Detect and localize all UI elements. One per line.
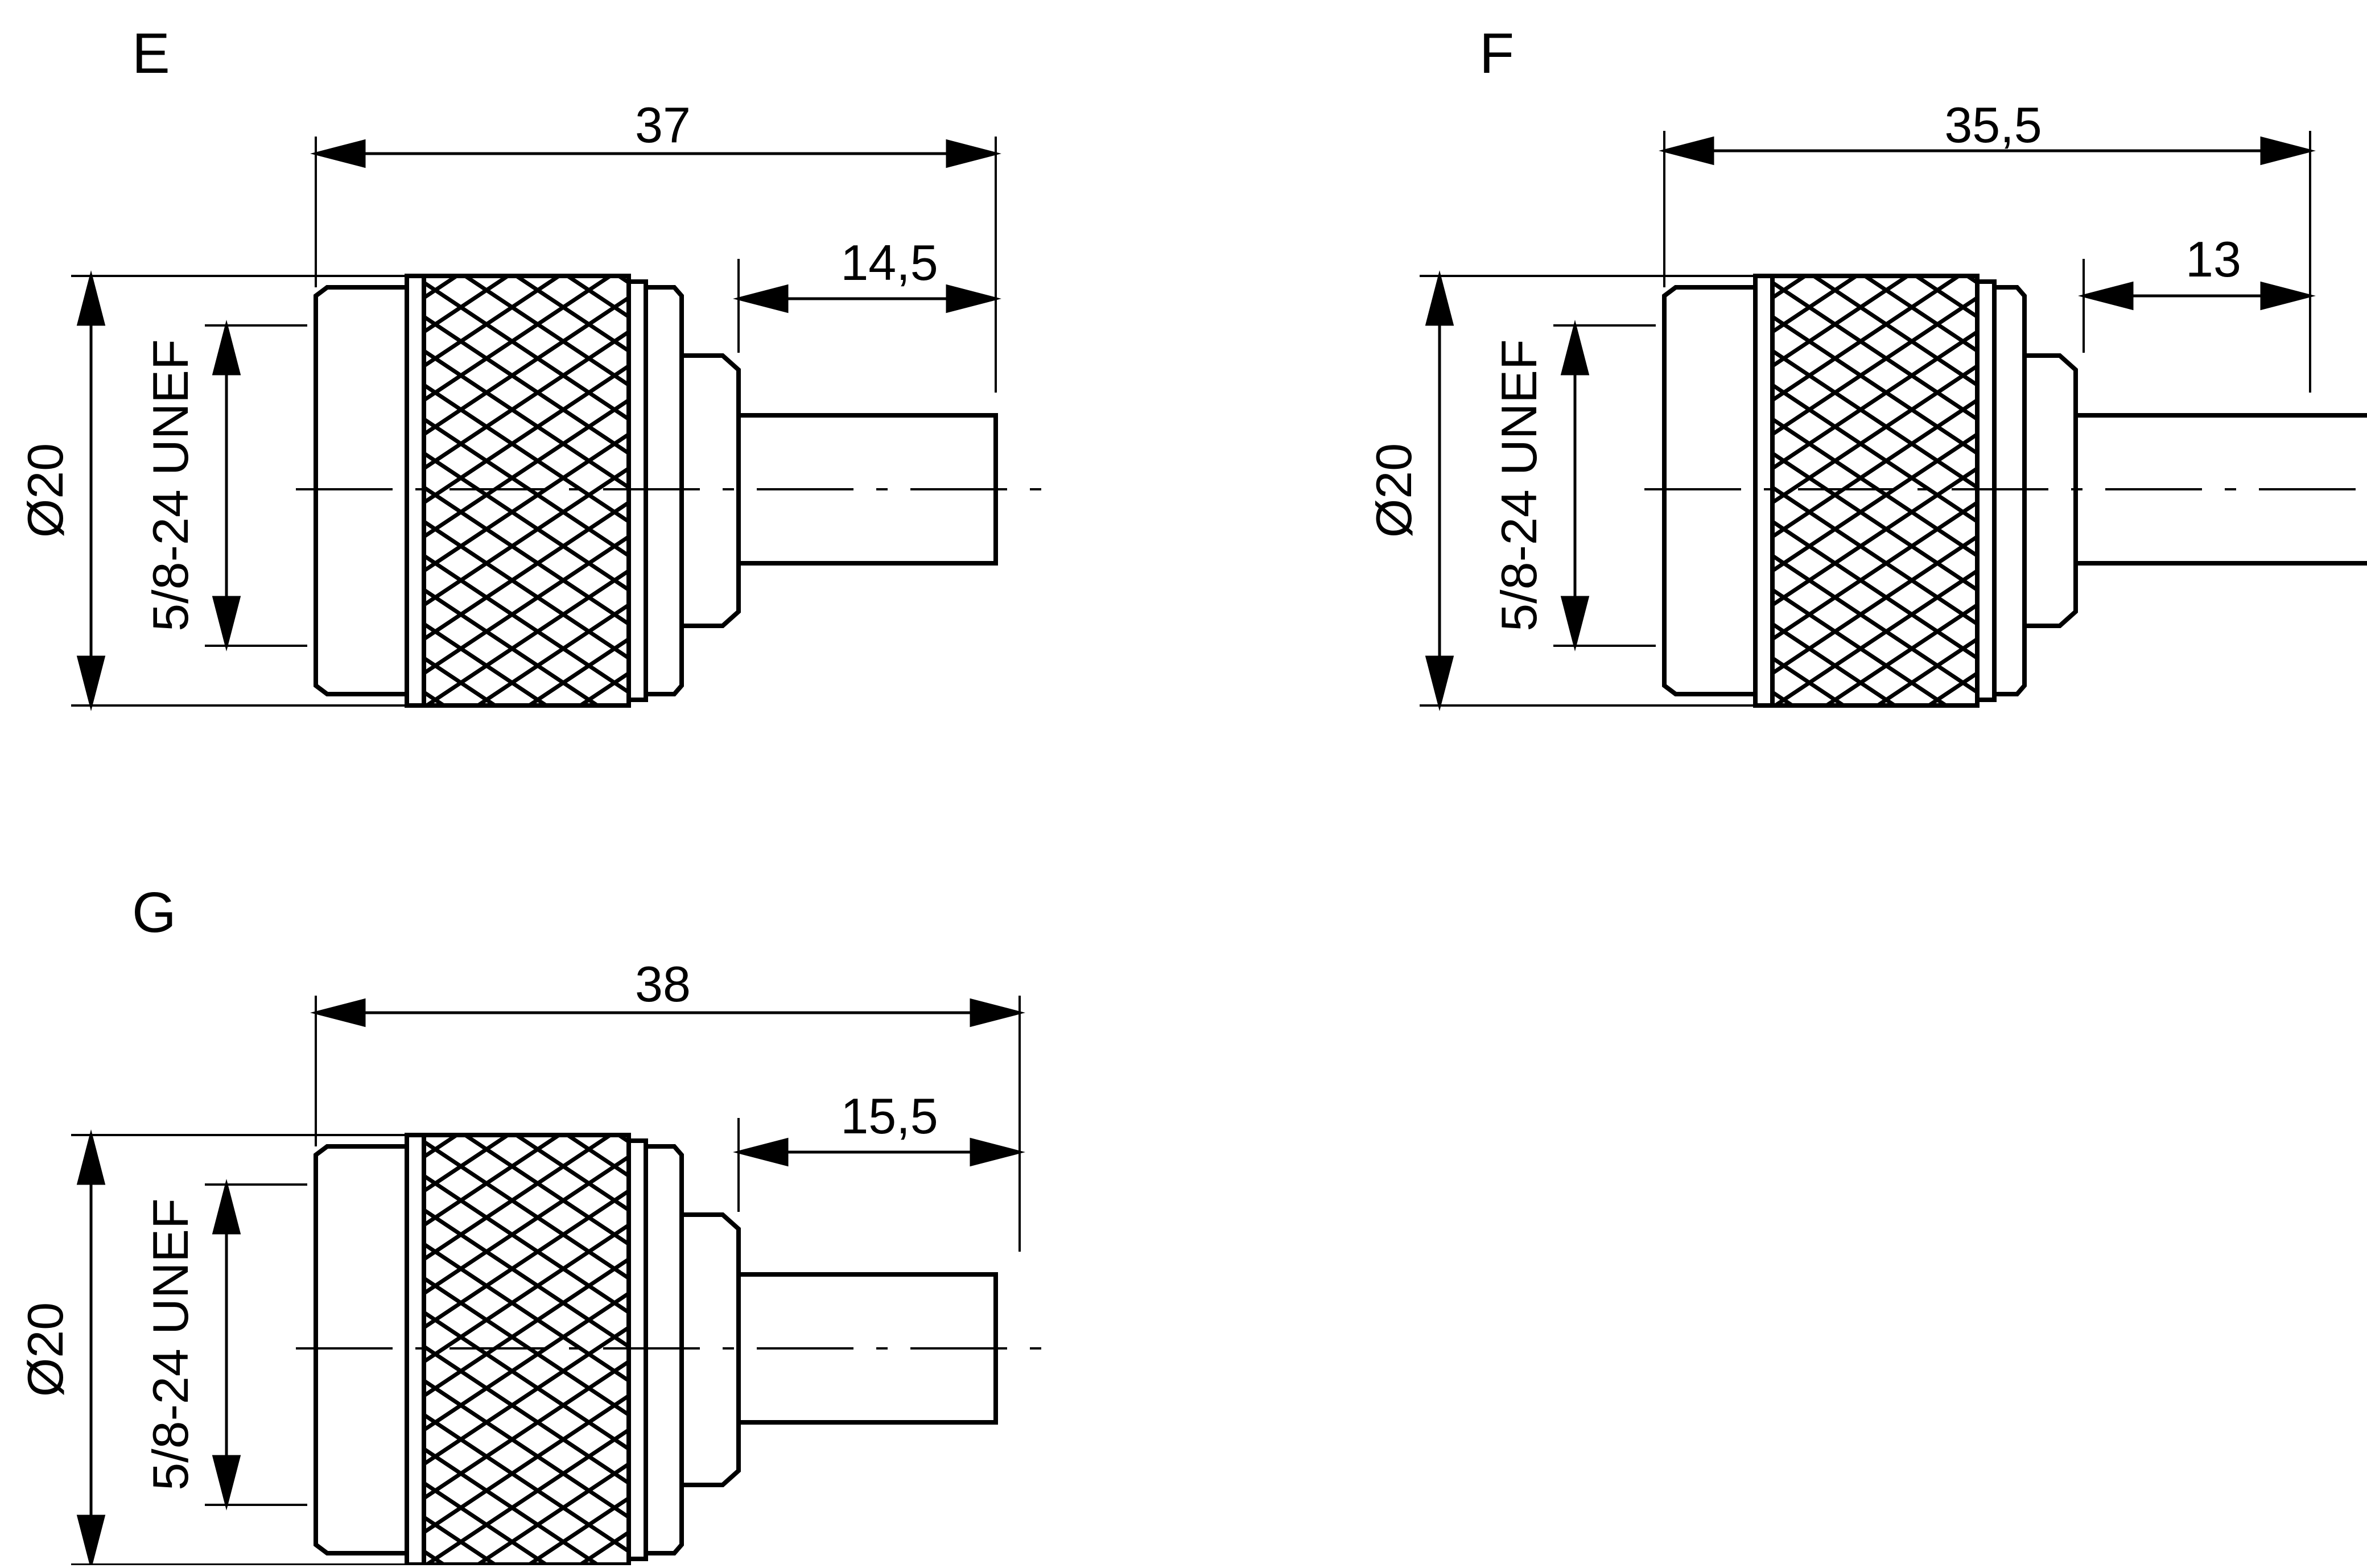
connector-body-f [1662, 274, 2367, 708]
pin-length-g: 15,5 [840, 1088, 938, 1144]
extension-lines-g [71, 996, 1021, 1566]
diameter-f: Ø20 [1366, 443, 1422, 538]
view-f: F [1366, 22, 2367, 711]
extension-lines-f [1420, 131, 2311, 707]
view-label-f: F [1479, 22, 1514, 85]
connector-body-g [314, 1133, 998, 1567]
diameter-g: Ø20 [17, 1302, 73, 1397]
dimension-lines-e [76, 139, 1001, 711]
view-label-e: E [132, 22, 170, 85]
view-label-g: G [132, 881, 176, 944]
thread-spec-e: 5/8-24 UNEF [142, 339, 199, 632]
overall-length-e: 37 [635, 97, 691, 153]
dimension-lines-g [76, 998, 1025, 1568]
extension-lines-e [71, 137, 997, 707]
thread-spec-f: 5/8-24 UNEF [1491, 339, 1547, 632]
pin-length-f: 13 [2185, 231, 2241, 287]
thread-spec-g: 5/8-24 UNEF [142, 1198, 199, 1491]
diameter-e: Ø20 [17, 443, 73, 538]
overall-length-g: 38 [635, 956, 691, 1012]
view-g: G [17, 881, 1064, 1568]
dimension-lines-f [1425, 136, 2316, 711]
view-e: E [17, 22, 1041, 711]
pin-length-e: 14,5 [840, 234, 938, 291]
connector-body-e [314, 274, 998, 708]
overall-length-f: 35,5 [1944, 97, 2042, 153]
